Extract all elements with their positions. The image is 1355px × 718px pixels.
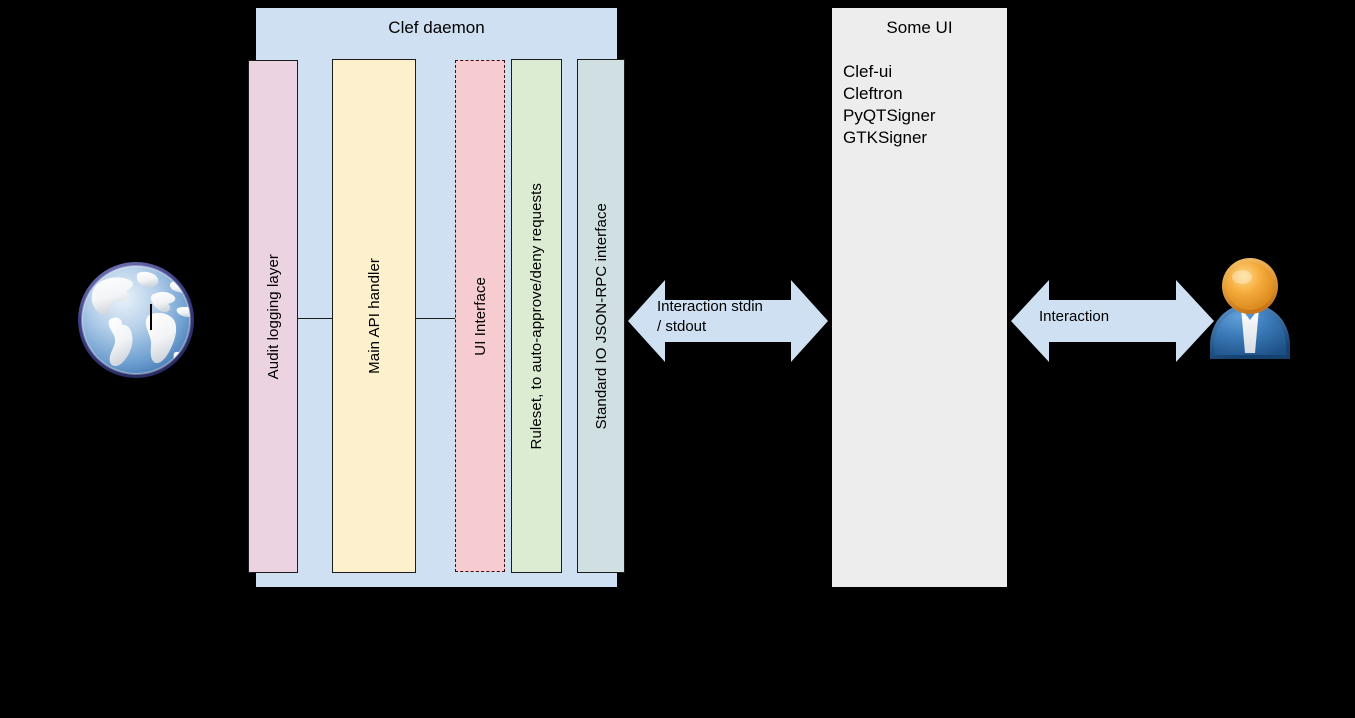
layer-audit-logging-label: Audit logging layer	[264, 253, 282, 380]
list-item: Clef-ui	[843, 62, 893, 81]
list-item: Cleftron	[843, 84, 903, 103]
layer-audit-logging[interactable]: Audit logging layer	[248, 60, 298, 573]
bidirectional-arrow-icon	[628, 280, 828, 362]
layer-ui-interface-label: UI Interface	[471, 276, 489, 356]
clef-daemon-title: Clef daemon	[388, 18, 485, 37]
stdio-arrow-label: Interaction stdin / stdout	[657, 298, 763, 335]
user-arrow-label: Interaction	[1039, 308, 1110, 325]
some-ui-list: Clef-ui Cleftron PyQTSigner GTKSigner	[843, 61, 1003, 149]
layer-main-api-handler-label: Main API handler	[365, 258, 383, 374]
layer-ruleset[interactable]: Ruleset, to auto-approve/deny requests	[511, 59, 562, 573]
globe-icon	[78, 262, 194, 378]
clef-daemon-panel	[256, 8, 617, 587]
user-icon	[1210, 258, 1290, 359]
user-arrow	[1011, 278, 1214, 364]
layer-ui-interface[interactable]: UI Interface	[455, 60, 505, 572]
layer-standard-io-jsonrpc[interactable]: Standard IO JSON-RPC interface	[577, 59, 625, 573]
list-item: PyQTSigner	[843, 106, 936, 125]
connector-line-api-ui	[415, 318, 456, 319]
layer-main-api-handler[interactable]: Main API handler	[332, 59, 416, 573]
list-item: GTKSigner	[843, 128, 928, 147]
bidirectional-arrow-icon	[1011, 280, 1214, 362]
stdio-arrow	[628, 278, 828, 364]
layer-ruleset-label: Ruleset, to auto-approve/deny requests	[528, 182, 545, 450]
some-ui-panel	[832, 8, 1007, 587]
layer-standard-io-jsonrpc-label: Standard IO JSON-RPC interface	[592, 202, 610, 430]
some-ui-title: Some UI	[886, 18, 953, 37]
connector-line-audit-api	[297, 318, 333, 319]
